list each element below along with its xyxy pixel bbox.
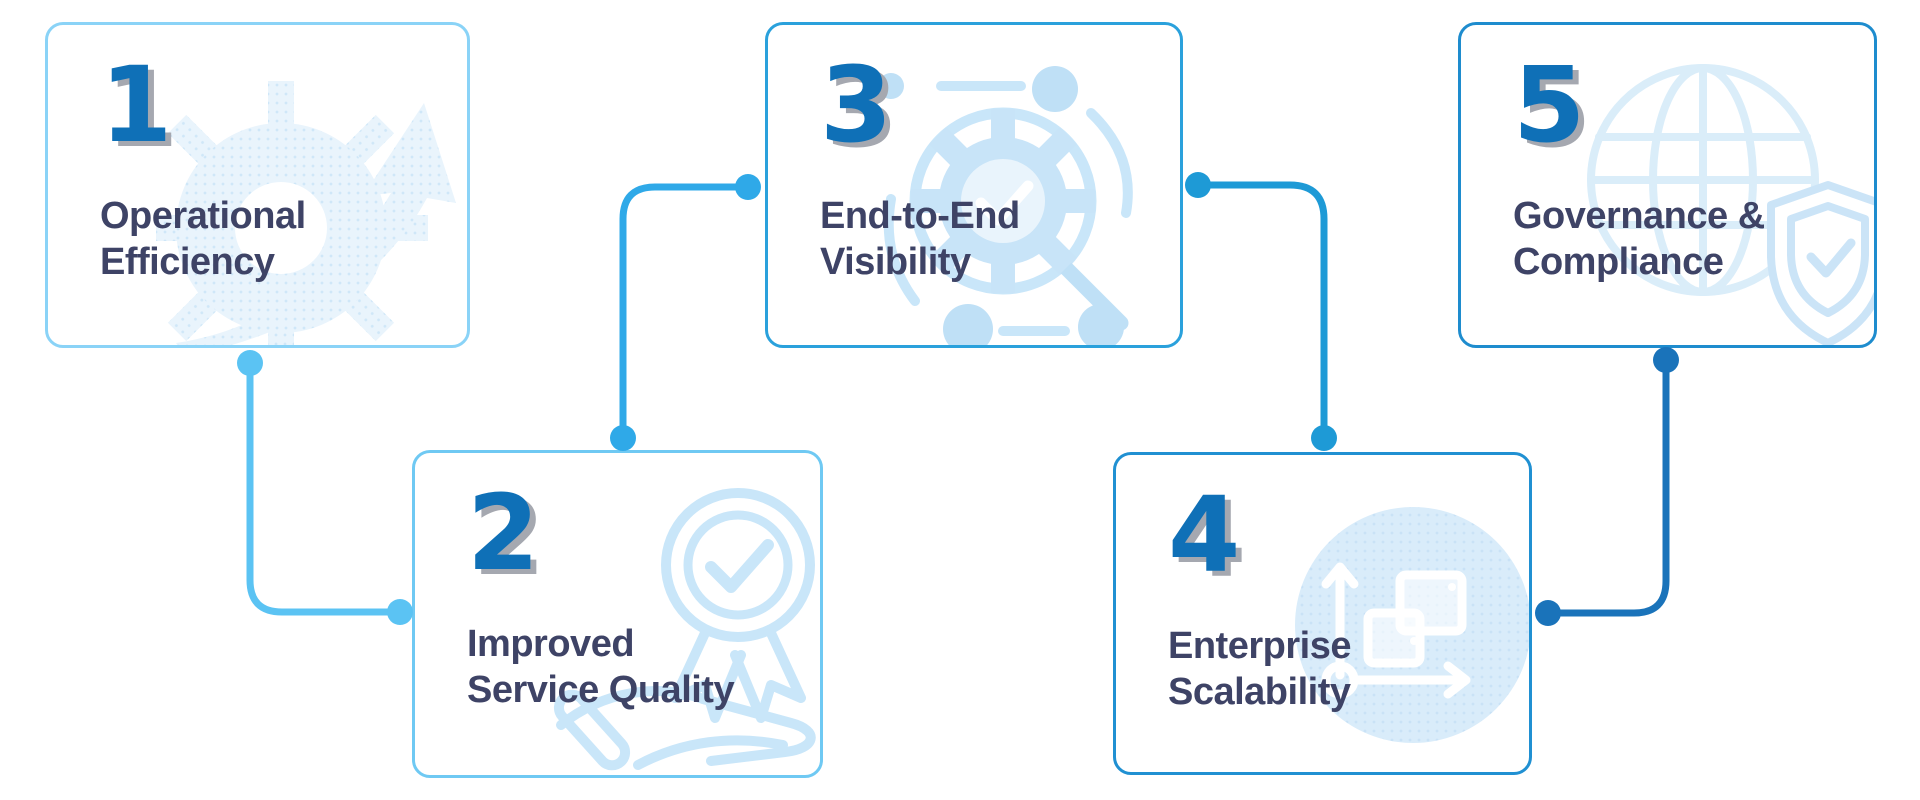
connector-1-to-2 [237, 350, 413, 625]
connector-endpoint-dot [1185, 172, 1211, 198]
gear-growth-arrow-icon [156, 81, 456, 345]
connector-2-to-3 [610, 174, 761, 451]
connector-3-to-4 [1185, 172, 1337, 451]
step-number: 5 [1513, 44, 1585, 166]
step-title-line1: Improved [467, 623, 635, 665]
step-title-line1: Operational [100, 195, 306, 237]
connector-line [619, 183, 748, 438]
step-card-1: 1 Operational Efficiency [45, 22, 470, 348]
step-card-2: 2 Improved Service Quality [412, 450, 823, 778]
connector-endpoint-dot [237, 350, 263, 376]
step-title: End-to-End Visibility [820, 193, 1020, 286]
step-number: 4 [1168, 474, 1240, 596]
step-title-line2: Efficiency [100, 241, 275, 284]
step-title: Governance & Compliance [1513, 193, 1765, 286]
connector-line [1548, 360, 1670, 617]
connector-endpoint-dot [1535, 600, 1561, 626]
process-magnifier-icon [878, 66, 1133, 345]
gear-check-icon [911, 109, 1095, 293]
step-title-line1: Governance & [1513, 195, 1765, 237]
step-title-line1: Enterprise [1168, 625, 1351, 667]
step-title: Improved Service Quality [467, 621, 735, 714]
step-number: 1 [100, 44, 172, 166]
connector-4-to-5 [1535, 347, 1679, 626]
award-badge-hand-icon [553, 488, 816, 771]
step-title-line2: Service Quality [467, 669, 735, 712]
connector-endpoint-dot [1653, 347, 1679, 373]
step-title: Operational Efficiency [100, 193, 306, 286]
growth-steps-icon [1295, 507, 1529, 743]
connector-endpoint-dot [610, 425, 636, 451]
step-title-line1: End-to-End [820, 195, 1020, 237]
hand-icon [553, 686, 816, 771]
connector-line [1198, 181, 1328, 438]
step-title-line2: Scalability [1168, 671, 1351, 714]
step-card-4: 4 Enterprise Scalability [1113, 452, 1532, 775]
step-title: Enterprise Scalability [1168, 623, 1351, 716]
globe-icon [1587, 64, 1819, 296]
connector-endpoint-dot [735, 174, 761, 200]
step-card-5: 5 Governance & Compliance [1458, 22, 1877, 348]
step-number: 3 [820, 44, 892, 166]
connector-endpoint-dot [1311, 425, 1337, 451]
step-title-line2: Compliance [1513, 241, 1724, 284]
step-number: 2 [467, 472, 539, 594]
step-title-line2: Visibility [820, 241, 971, 284]
step-card-3: 3 End-to-End Visibility [765, 22, 1183, 348]
connector-endpoint-dot [387, 599, 413, 625]
globe-shield-icon [1587, 64, 1874, 345]
shield-icon [1767, 181, 1874, 345]
connector-line [246, 363, 400, 616]
